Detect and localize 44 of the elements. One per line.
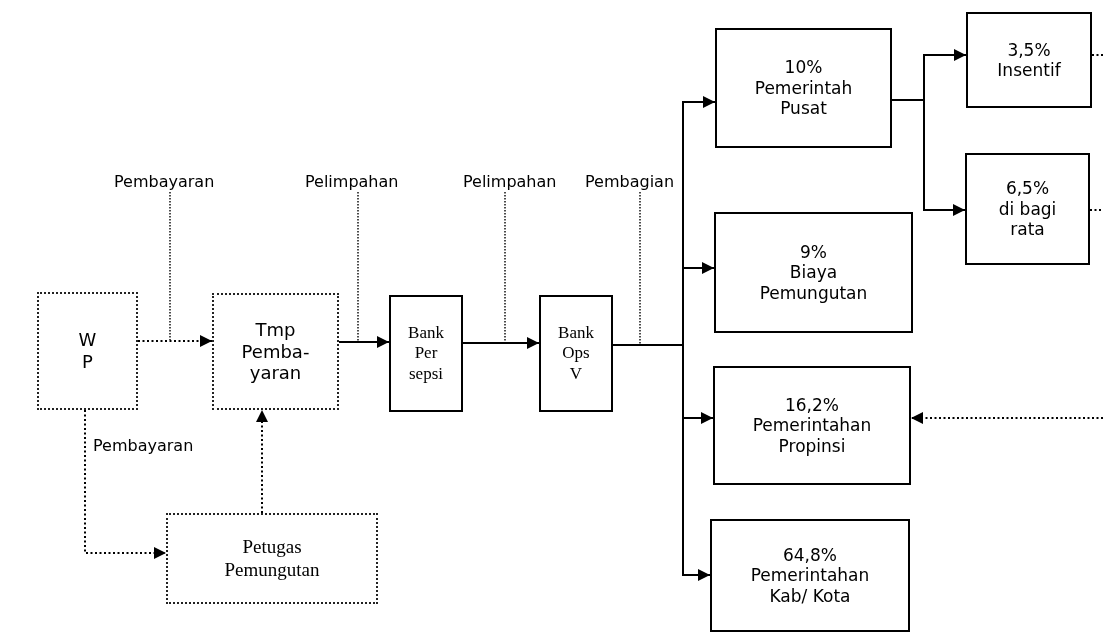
- flow-label: Pembagian: [584, 172, 675, 192]
- node-label: 10%: [784, 57, 823, 78]
- node-label: Pemerintah Pusat: [753, 77, 854, 119]
- node-label: 3,5%: [1007, 39, 1051, 60]
- node-label: Tmp Pemba- yaran: [240, 319, 311, 384]
- process-box: [710, 519, 910, 632]
- flow-label: Pembayaran: [113, 172, 216, 192]
- node-label: 9%: [800, 241, 827, 263]
- process-box: [389, 295, 463, 412]
- arrow: [338, 336, 390, 348]
- node-label: Insentif: [997, 60, 1061, 81]
- arrow: [256, 409, 268, 514]
- process-box: [212, 293, 339, 410]
- node-label: 6,5%: [1005, 178, 1050, 199]
- arrow: [891, 99, 966, 216]
- process-box: [966, 12, 1092, 108]
- process-box: [715, 28, 892, 148]
- process-box: [37, 292, 138, 410]
- node-label: W P: [77, 329, 98, 373]
- process-box: [965, 153, 1090, 265]
- node-label: Pemerintahan Propinsi: [751, 415, 873, 457]
- process-box: [539, 295, 613, 412]
- arrow: [910, 412, 1104, 424]
- node-label: 16,2%: [785, 394, 839, 416]
- node-label: Biaya Pemungutan: [758, 262, 869, 304]
- node-label: Bank Per sepsi: [407, 322, 445, 385]
- leader-line: [169, 191, 171, 341]
- edge-label: Pembayaran: [92, 436, 195, 455]
- process-box: [166, 513, 378, 604]
- leader-line: [357, 191, 359, 342]
- arrow: [462, 337, 540, 349]
- arrow: [612, 344, 711, 581]
- leader-line: [639, 191, 641, 345]
- flow-label: Pelimpahan: [304, 172, 400, 192]
- leader-line: [504, 191, 506, 343]
- arrow: [84, 409, 167, 559]
- node-label: Pemerintahan Kab/ Kota: [749, 565, 871, 607]
- node-label: Bank Ops V: [557, 322, 595, 385]
- process-box: [713, 366, 911, 485]
- node-label: 64,8%: [783, 544, 837, 566]
- node-label: Petugas Pemungutan: [223, 535, 321, 582]
- node-label: di bagi rata: [997, 198, 1058, 240]
- flow-label: Pelimpahan: [462, 172, 558, 192]
- process-box: [714, 212, 913, 333]
